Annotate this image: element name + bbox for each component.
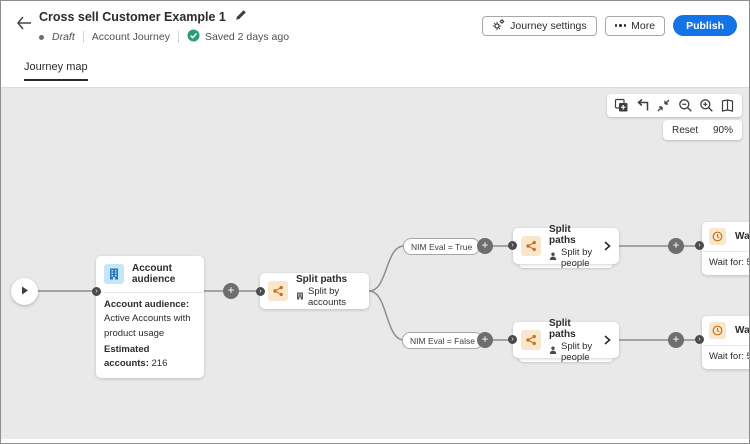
detail-value: Active Accounts with product usage	[104, 313, 191, 339]
node-title: Wait	[735, 231, 749, 242]
detail-label: Account audience:	[104, 299, 189, 310]
account-audience-icon	[104, 264, 124, 284]
node-details: Account audience: Active Accounts with p…	[96, 293, 204, 378]
node-title: Account audience	[132, 263, 176, 285]
expand-chevron-icon[interactable]	[603, 335, 611, 345]
journey-canvas[interactable]: Reset 90% Account audience Account audie…	[1, 88, 749, 439]
zoom-in-icon[interactable]	[699, 98, 714, 113]
branch-condition-label: NIM Eval = True	[403, 238, 481, 255]
estimate-label: Estimated accounts:	[104, 343, 150, 369]
zoom-bar: Reset 90%	[663, 120, 742, 140]
page-title: Cross sell Customer Example 1	[39, 9, 226, 24]
reset-zoom-button[interactable]: Reset	[672, 124, 699, 136]
node-wait-bottom[interactable]: Wait Wait for: 5 days	[702, 316, 749, 369]
pencil-icon	[235, 9, 247, 24]
journey-meta: Draft Account Journey Saved 2 days ago	[39, 29, 289, 45]
duplicate-node-icon[interactable]	[614, 98, 629, 113]
node-split-by-accounts[interactable]: Split paths Split by accounts	[260, 273, 369, 309]
more-dots-icon	[614, 24, 627, 27]
journey-settings-label: Journey settings	[510, 19, 587, 32]
zoom-level-value[interactable]: 90%	[712, 124, 733, 136]
split-paths-icon	[521, 330, 541, 350]
tab-journey-map[interactable]: Journey map	[24, 61, 88, 81]
overview-map-icon[interactable]	[720, 98, 735, 113]
collapse-icon[interactable]	[656, 98, 671, 113]
tab-bar: Journey map	[1, 49, 749, 88]
more-button[interactable]: More	[604, 15, 666, 36]
journey-type-label: Account Journey	[91, 31, 170, 43]
node-split-by-people-top[interactable]: Split paths Split by people	[513, 224, 619, 269]
gear-icon	[492, 18, 505, 34]
node-entry-point-icon: ›	[695, 335, 704, 344]
back-arrow-icon	[16, 16, 32, 33]
wait-detail: Wait for: 5 days	[709, 351, 749, 362]
node-subtitle: Split by people	[561, 246, 593, 269]
node-title: Split paths	[549, 223, 576, 246]
accounts-icon	[296, 292, 304, 303]
node-wait-top[interactable]: Wait Wait for: 5 days	[702, 222, 749, 275]
status-dot-icon	[39, 34, 44, 40]
saved-status-text: Saved 2 days ago	[204, 31, 290, 43]
add-node-button[interactable]: +	[477, 332, 493, 348]
branch-condition-label: NIM Eval = False	[402, 332, 483, 349]
person-icon	[549, 252, 557, 263]
person-icon	[549, 346, 557, 357]
node-entry-point-icon: ›	[508, 335, 517, 344]
node-account-audience[interactable]: Account audience Account audience: Activ…	[96, 256, 204, 379]
estimate-value: 216	[151, 358, 168, 369]
more-label: More	[631, 19, 656, 32]
node-entry-point-icon: ›	[508, 241, 517, 250]
expand-chevron-icon[interactable]	[603, 241, 611, 251]
wait-clock-icon	[709, 322, 726, 339]
add-node-button[interactable]: +	[223, 283, 239, 299]
divider	[96, 292, 204, 293]
publish-button[interactable]: Publish	[673, 15, 737, 36]
node-entry-point-icon: ›	[256, 287, 265, 296]
node-split-by-people-bottom[interactable]: Split paths Split by people	[513, 318, 619, 363]
node-title: Split paths	[549, 317, 576, 340]
split-paths-icon	[268, 281, 288, 301]
back-button[interactable]	[14, 14, 34, 34]
saved-check-icon	[187, 29, 200, 45]
node-entry-point-icon: ›	[695, 241, 704, 250]
journey-settings-button[interactable]: Journey settings	[482, 15, 597, 36]
divider	[702, 345, 749, 346]
divider	[702, 251, 749, 252]
add-node-button[interactable]: +	[668, 238, 684, 254]
journey-start-button[interactable]	[11, 278, 38, 305]
node-title: Wait	[735, 325, 749, 336]
node-title: Split paths	[296, 274, 348, 285]
split-paths-icon	[521, 236, 541, 256]
wait-detail: Wait for: 5 days	[709, 257, 749, 268]
divider	[82, 31, 84, 43]
add-node-button[interactable]: +	[477, 238, 493, 254]
add-node-button[interactable]: +	[668, 332, 684, 348]
play-icon	[19, 284, 30, 299]
undo-arrow-icon[interactable]	[635, 98, 650, 113]
divider	[177, 31, 179, 43]
node-entry-point-icon: ›	[92, 287, 101, 296]
status-badge: Draft	[52, 31, 75, 43]
zoom-out-icon[interactable]	[678, 98, 693, 113]
node-subtitle: Split by accounts	[308, 286, 347, 308]
edit-title-button[interactable]	[235, 9, 247, 24]
canvas-toolbar	[607, 94, 742, 117]
wait-clock-icon	[709, 228, 726, 245]
node-subtitle: Split by people	[561, 340, 593, 363]
header: Cross sell Customer Example 1 Draft Acco…	[1, 1, 749, 49]
